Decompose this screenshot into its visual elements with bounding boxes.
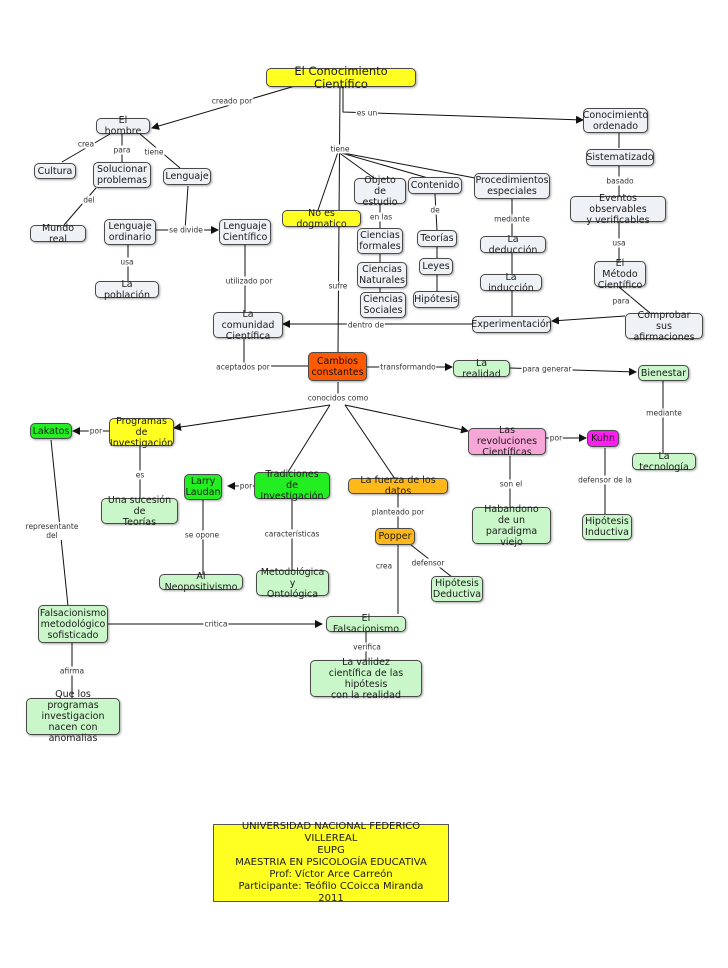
- node-sucesion-teorias: Una sucesión de Teorías: [101, 495, 178, 528]
- label-critica: critica: [203, 619, 229, 629]
- node-tradiciones-investigacion: Tradiciones de Investigación: [254, 469, 330, 502]
- label-defensor: defensor: [410, 558, 446, 568]
- node-procedimientos-especiales: Procedimientos especiales: [474, 173, 550, 199]
- label-caracteristicas: características: [263, 529, 321, 539]
- node-conocimiento-cientifico: El Conocimiento Científico: [266, 64, 416, 90]
- label-basado: basado: [605, 176, 635, 186]
- node-ciencias-naturales: Ciencias Naturales: [357, 262, 407, 288]
- node-validez-cientifica: La validez científica de las hipótesis c…: [310, 657, 422, 701]
- node-experimentacion: Experimentación: [471, 316, 552, 333]
- credits-footer: UNIVERSIDAD NACIONAL FEDERICO VILLEREAL …: [213, 821, 449, 904]
- label-tiene: tiene: [143, 147, 165, 157]
- node-metodologica-ontologica: Metodológica y Ontológica: [256, 567, 329, 600]
- label-utilizado-por: utilizado por: [224, 276, 274, 286]
- label-del: del: [82, 195, 96, 205]
- node-cambios-constantes: Cambios constantes: [308, 352, 367, 381]
- node-solucionar-problemas: Solucionar problemas: [93, 162, 151, 188]
- label-por-2: por: [238, 481, 254, 491]
- label-crea: crea: [76, 139, 96, 149]
- label-creado-por: creado por: [210, 96, 254, 106]
- node-metodo-cientifico: El Método Científico: [594, 258, 646, 291]
- label-son-el: son el: [498, 479, 524, 489]
- node-revoluciones-cientificas: Las revoluciones Científicas: [468, 425, 546, 458]
- node-la-realidad: La realidad: [453, 358, 510, 380]
- node-habandono-paradigma: Habandono de un paradigma viejo: [472, 504, 551, 548]
- label-para-generar: para generar: [521, 364, 573, 374]
- node-lenguaje-ordinario: Lenguaje ordinario: [104, 219, 156, 245]
- node-la-deduccion: La deducción: [480, 234, 546, 256]
- label-de: de: [429, 205, 441, 215]
- label-dentro-de: dentro de: [346, 320, 386, 330]
- node-leyes: Leyes: [419, 258, 453, 275]
- label-usa-2: usa: [611, 238, 627, 248]
- node-neopositivismo: Al Neopositivismo: [159, 571, 243, 593]
- node-objeto-estudio: Objeto de estudio: [354, 175, 406, 208]
- node-fuerza-datos: La fuerza de los datos: [348, 475, 448, 497]
- label-defensor-de-la: defensor de la: [577, 475, 633, 485]
- node-comprobar-afirmaciones: Comprobar sus afirmaciones: [625, 310, 703, 343]
- node-cultura: Cultura: [34, 163, 76, 179]
- node-comunidad-cientifica: La comunidad Científica: [213, 309, 283, 342]
- node-la-tecnologia: La tecnología: [632, 451, 696, 473]
- label-sufre: sufre: [327, 281, 349, 291]
- node-sistematizado: Sistematizado: [586, 149, 654, 166]
- label-afirma: afirma: [58, 666, 86, 676]
- node-lakatos: Lakatos: [30, 423, 72, 439]
- node-la-induccion: La inducción: [480, 272, 542, 294]
- label-verifica: verifica: [352, 642, 382, 652]
- node-conocimiento-ordenado: Conocimiento ordenado: [582, 108, 649, 133]
- node-popper: Popper: [375, 528, 415, 545]
- label-mediante: mediante: [493, 214, 531, 224]
- node-bienestar: Bienestar: [638, 365, 689, 381]
- node-hipotesis-inductiva: Hipótesis Inductiva: [582, 514, 632, 540]
- label-mediante-2: mediante: [645, 408, 683, 418]
- node-el-hombre: El hombre: [96, 115, 150, 137]
- node-programas-anomalias: Que los programas investigacion nacen co…: [26, 689, 120, 744]
- label-conocidos-como: conocidos como: [306, 393, 370, 403]
- label-transformando: transformando: [379, 362, 437, 372]
- label-planteado-por: planteado por: [370, 507, 426, 517]
- node-ciencias-sociales: Ciencias Sociales: [360, 292, 406, 318]
- label-es-un: es un: [355, 108, 379, 118]
- label-representante-del: representante del: [24, 522, 80, 540]
- node-lenguaje-cientifico: Lenguaje Científico: [219, 219, 271, 245]
- node-larry-laudan: Larry Laudan: [184, 474, 222, 500]
- label-por-3: por: [548, 433, 564, 443]
- node-teorias: Teorías: [417, 230, 457, 247]
- node-no-dogmatico: No es dogmatico: [282, 208, 361, 230]
- label-usa: usa: [119, 257, 135, 267]
- node-mundo-real: Mundo real: [30, 223, 86, 245]
- node-hipotesis-deductiva: Hipótesis Deductiva: [431, 576, 483, 602]
- node-la-poblacion: La población: [95, 279, 159, 301]
- node-el-falsacionismo: El Falsacionismo: [326, 613, 406, 635]
- node-contenido: Contenido: [408, 177, 462, 194]
- node-falsacionismo-metodologico: Falsacionismo metodológico sofisticado: [38, 605, 108, 643]
- node-ciencias-formales: Ciencias formales: [357, 228, 403, 254]
- label-es: es: [134, 470, 146, 480]
- node-eventos-observables: Eventos observables y verificables: [570, 193, 666, 226]
- node-hipotesis: Hipótesis: [413, 291, 459, 308]
- label-tiene-2: tiene: [329, 144, 351, 154]
- label-se-divide: se divide: [168, 225, 204, 235]
- label-para-2: para: [611, 296, 631, 306]
- node-kuhn: Kuhn: [587, 430, 619, 447]
- label-aceptados-por: aceptados por: [215, 362, 271, 372]
- label-para: para: [112, 145, 132, 155]
- node-lenguaje: Lenguaje: [163, 168, 211, 185]
- node-programas-investigacion: Programas de Investigación: [109, 415, 174, 449]
- label-por-1: por: [88, 426, 104, 436]
- label-se-opone: se opone: [183, 530, 221, 540]
- label-crea-2: crea: [374, 561, 394, 571]
- label-en-las: en las: [368, 212, 394, 222]
